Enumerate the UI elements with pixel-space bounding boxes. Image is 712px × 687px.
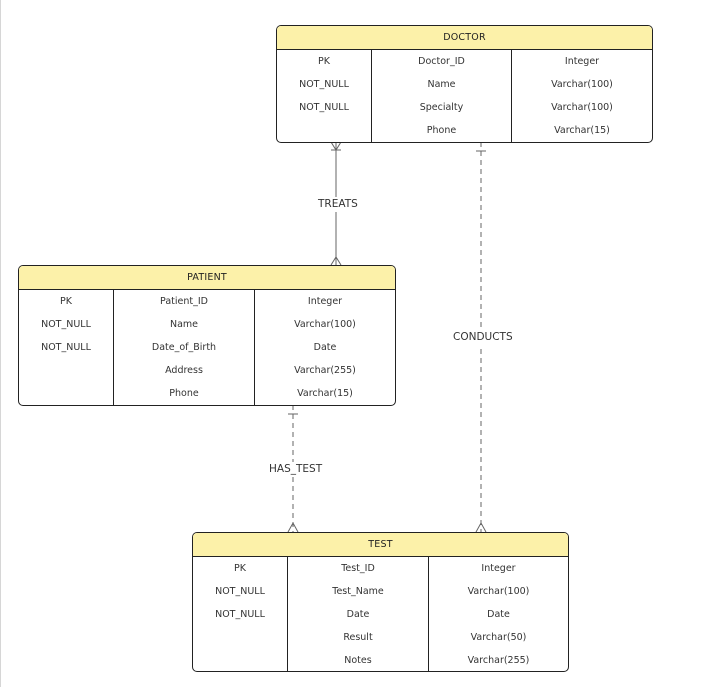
attribute-row[interactable]: NOT_NULL Date Date — [193, 603, 568, 626]
attribute-name: Test_Name — [332, 586, 384, 597]
entity-test-header: TEST — [193, 533, 568, 557]
attribute-name: Name — [427, 79, 456, 90]
relationship-conducts-line[interactable] — [475, 142, 487, 533]
entity-doctor-attributes: PK Doctor_ID Integer NOT_NULL Name Varch… — [277, 50, 652, 142]
attribute-key: NOT_NULL — [215, 586, 265, 597]
entity-test-title: TEST — [368, 539, 393, 550]
attribute-type: Varchar(100) — [551, 102, 613, 113]
attribute-type: Varchar(100) — [551, 79, 613, 90]
attribute-type: Integer — [307, 296, 343, 307]
entity-doctor[interactable]: DOCTOR PK Doctor_ID Integer NOT_NULL Nam… — [276, 25, 653, 143]
attribute-name: Result — [343, 632, 373, 643]
relationship-label-conducts: CONDUCTS — [452, 330, 514, 345]
attribute-row[interactable]: Result Varchar(50) — [193, 626, 568, 649]
attribute-row[interactable]: NOT_NULL Date_of_Birth Date — [19, 336, 395, 359]
attribute-name: Address — [165, 365, 203, 376]
attribute-type: Date — [313, 342, 337, 353]
attribute-row[interactable]: NOT_NULL Name Varchar(100) — [277, 73, 652, 96]
attribute-name: Test_ID — [341, 563, 375, 574]
entity-patient-header: PATIENT — [19, 266, 395, 290]
attribute-type: Varchar(255) — [467, 655, 530, 666]
attribute-name: Phone — [169, 388, 199, 399]
entity-doctor-header: DOCTOR — [277, 26, 652, 50]
attribute-type: Varchar(15) — [554, 125, 610, 136]
attribute-key — [277, 119, 371, 142]
attribute-type: Varchar(15) — [297, 388, 353, 399]
attribute-name: Doctor_ID — [418, 56, 465, 67]
attribute-key: NOT_NULL — [41, 342, 91, 353]
attribute-name: Phone — [426, 125, 457, 136]
attribute-row[interactable]: Phone Varchar(15) — [19, 382, 395, 405]
attribute-key — [193, 649, 287, 671]
attribute-row[interactable]: PK Doctor_ID Integer — [277, 50, 652, 73]
attribute-row[interactable]: NOT_NULL Test_Name Varchar(100) — [193, 580, 568, 603]
attribute-key: PK — [60, 296, 72, 307]
attribute-name: Date — [346, 609, 370, 620]
canvas-left-edge — [0, 0, 1, 687]
entity-test[interactable]: TEST PK Test_ID Integer NOT_NULL Test_Na… — [192, 532, 569, 672]
attribute-type: Date — [487, 609, 510, 620]
attribute-key: NOT_NULL — [41, 319, 91, 330]
attribute-type: Integer — [481, 563, 516, 574]
column-divider — [371, 50, 373, 142]
attribute-key: PK — [234, 563, 246, 574]
attribute-name: Date_of_Birth — [151, 342, 217, 353]
entity-test-attributes: PK Test_ID Integer NOT_NULL Test_Name Va… — [193, 557, 568, 671]
column-divider — [428, 557, 430, 671]
attribute-type: Varchar(100) — [467, 586, 530, 597]
attribute-type: Varchar(100) — [294, 319, 356, 330]
attribute-name: Name — [169, 319, 199, 330]
entity-patient[interactable]: PATIENT PK Patient_ID Integer NOT_NULL N… — [18, 265, 396, 406]
attribute-key: NOT_NULL — [215, 609, 265, 620]
attribute-key: PK — [318, 56, 330, 67]
attribute-row[interactable]: Phone Varchar(15) — [277, 119, 652, 142]
attribute-key: NOT_NULL — [299, 79, 349, 90]
attribute-type: Varchar(50) — [470, 632, 527, 643]
column-divider — [511, 50, 513, 142]
attribute-key — [19, 359, 113, 382]
column-divider — [254, 290, 256, 405]
relationship-label-has-test: HAS_TEST — [268, 462, 324, 477]
attribute-row[interactable]: PK Test_ID Integer — [193, 557, 568, 580]
attribute-key — [19, 382, 113, 405]
relationship-label-treats: TREATS — [317, 197, 359, 212]
attribute-key: NOT_NULL — [299, 102, 349, 113]
entity-patient-attributes: PK Patient_ID Integer NOT_NULL Name Varc… — [19, 290, 395, 405]
attribute-name: Patient_ID — [160, 296, 208, 307]
attribute-row[interactable]: NOT_NULL Name Varchar(100) — [19, 313, 395, 336]
attribute-name: Specialty — [419, 102, 464, 113]
column-divider — [287, 557, 289, 671]
attribute-row[interactable]: Address Varchar(255) — [19, 359, 395, 382]
attribute-row[interactable]: NOT_NULL Specialty Varchar(100) — [277, 96, 652, 119]
entity-doctor-title: DOCTOR — [443, 32, 486, 43]
column-divider — [113, 290, 115, 405]
attribute-key — [193, 626, 287, 649]
entity-patient-title: PATIENT — [187, 272, 227, 283]
attribute-name: Notes — [344, 655, 372, 666]
attribute-type: Varchar(255) — [294, 365, 356, 376]
attribute-row[interactable]: PK Patient_ID Integer — [19, 290, 395, 313]
attribute-row[interactable]: Notes Varchar(255) — [193, 649, 568, 671]
attribute-type: Integer — [564, 56, 600, 67]
